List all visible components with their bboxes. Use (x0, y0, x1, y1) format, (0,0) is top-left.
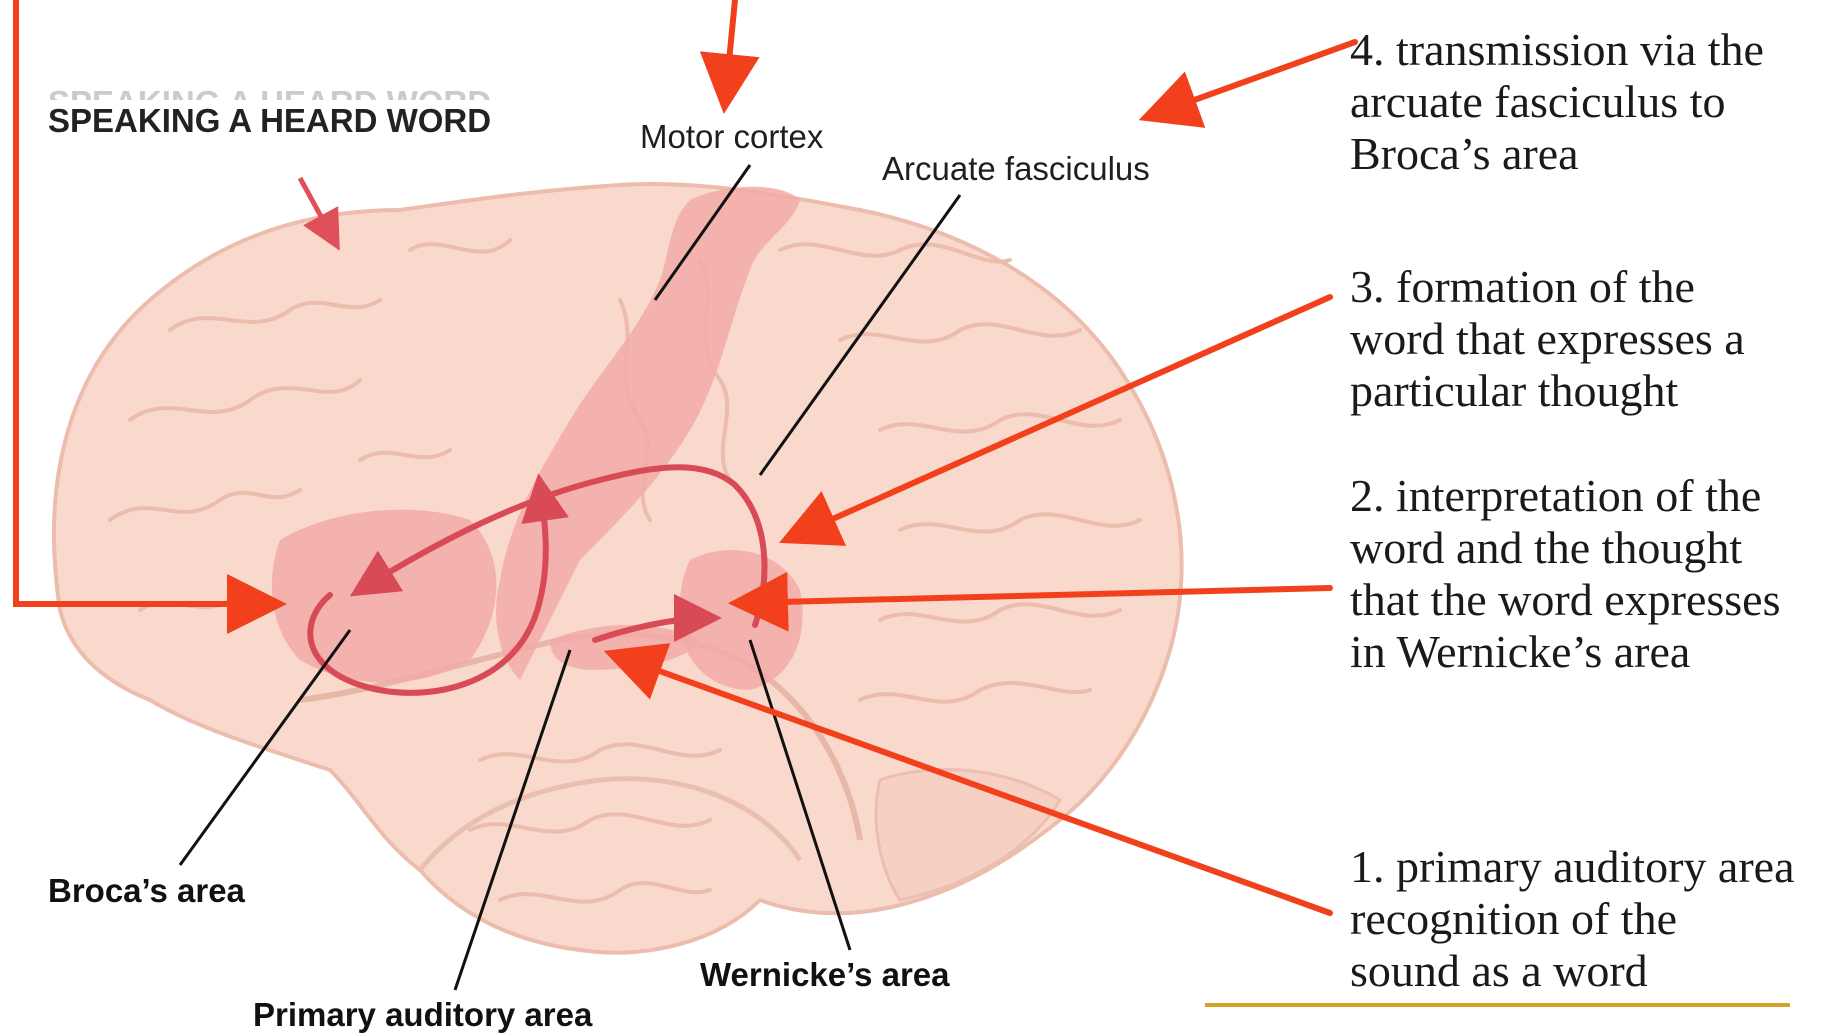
motor-cortex-arrow (725, 0, 735, 102)
step-2-line: 2. interpretation of the (1350, 470, 1781, 522)
step-3-line: 3. formation of the (1350, 261, 1745, 313)
step-1-line: 1. primary auditory area (1350, 841, 1794, 893)
step-2-line: in Wernicke’s area (1350, 626, 1781, 678)
step-1-line: recognition of the (1350, 893, 1794, 945)
step-4-line: Broca’s area (1350, 128, 1764, 180)
step-2-text: 2. interpretation of the word and the th… (1350, 470, 1781, 678)
step4-arrow (1150, 42, 1355, 116)
label-primary-auditory-area: Primary auditory area (253, 996, 592, 1034)
step-2-line: that the word expresses (1350, 574, 1781, 626)
label-arcuate-fasciculus: Arcuate fasciculus (882, 150, 1150, 188)
step-3-line: particular thought (1350, 365, 1745, 417)
step-1-text: 1. primary auditory area recognition of … (1350, 841, 1794, 997)
step-4-line: arcuate fasciculus to (1350, 76, 1764, 128)
label-brocas-area: Broca’s area (48, 872, 245, 910)
label-motor-cortex: Motor cortex (640, 118, 823, 156)
figure-title: SPEAKING A HEARD WORD (48, 102, 491, 140)
step-4-text: 4. transmission via the arcuate fascicul… (1350, 24, 1764, 180)
step-1-line: sound as a word (1350, 945, 1794, 997)
label-wernickes-area: Wernicke’s area (700, 956, 950, 994)
step-3-text: 3. formation of the word that expresses … (1350, 261, 1745, 417)
step-2-line: word and the thought (1350, 522, 1781, 574)
step-4-line: 4. transmission via the (1350, 24, 1764, 76)
step-3-line: word that expresses a (1350, 313, 1745, 365)
